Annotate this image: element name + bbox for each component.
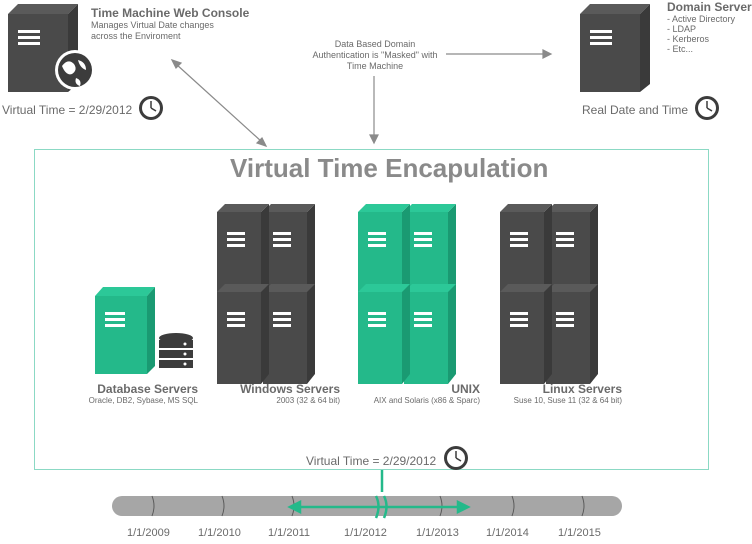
group-name: Linux Servers (542, 382, 622, 396)
domain-server-item: - Etc... (667, 44, 694, 54)
unix-server-rack-icon (358, 204, 456, 384)
windows-servers-group: Windows Servers 2003 (32 & 64 bit) (210, 382, 340, 405)
group-name: Windows Servers (240, 382, 340, 396)
encapsulation-box (34, 149, 709, 470)
linux-servers-group: Linux Servers Suse 10, Suse 11 (32 & 64 … (490, 382, 622, 405)
group-detail: AIX and Solaris (x86 & Sparc) (373, 396, 480, 405)
web-console-title: Time Machine Web Console (91, 6, 250, 20)
clock-icon (695, 96, 719, 120)
group-detail: Suse 10, Suse 11 (32 & 64 bit) (513, 396, 622, 405)
clock-icon (139, 96, 163, 120)
database-icon (156, 330, 196, 374)
web-console-virtual-time: Virtual Time = 2/29/2012 (2, 103, 133, 117)
encapsulation-virtual-time: Virtual Time = 2/29/2012 (306, 454, 437, 468)
group-name: Database Servers (97, 382, 198, 396)
auth-note-line-2: Authentication is "Masked" with (312, 50, 438, 60)
domain-server-item: - LDAP (667, 24, 697, 34)
timeline-year: 1/1/2012 (344, 527, 387, 539)
real-date-time-label: Real Date and Time (582, 103, 689, 117)
auth-note-line-1: Data Based Domain (334, 39, 416, 49)
linux-server-rack-icon (500, 204, 598, 384)
group-detail: 2003 (32 & 64 bit) (276, 396, 340, 405)
timeline-year: 1/1/2011 (268, 527, 311, 539)
clock-icon (444, 446, 468, 470)
arrow-icon (170, 49, 553, 148)
timeline-year: 1/1/2014 (486, 527, 529, 539)
domain-server-title: Domain Server (667, 0, 752, 14)
auth-note-line-3: Time Machine (346, 61, 404, 71)
unix-servers-group: UNIX AIX and Solaris (x86 & Sparc) (350, 382, 480, 405)
database-server-icon (95, 287, 155, 374)
group-detail: Oracle, DB2, Sybase, MS SQL (88, 396, 198, 405)
domain-server-item: - Active Directory (667, 14, 736, 24)
encapsulation-title: Virtual Time Encapulation (230, 153, 549, 183)
domain-server-item: - Kerberos (667, 34, 710, 44)
group-name: UNIX (451, 382, 480, 396)
web-console-description-2: across the Enviroment (91, 31, 181, 41)
domain-server-icon (580, 4, 650, 92)
globe-icon (55, 50, 95, 90)
domain-server-items: - Active Directory - LDAP - Kerberos - E… (667, 14, 735, 54)
windows-server-rack-icon (217, 204, 315, 384)
timeline-year: 1/1/2010 (198, 527, 241, 539)
timeline-bar (112, 470, 622, 519)
timeline-year: 1/1/2009 (127, 527, 170, 539)
auth-note: Data Based Domain Authentication is "Mas… (304, 39, 446, 72)
database-servers-group: Database Servers Oracle, DB2, Sybase, MS… (60, 382, 198, 405)
timeline-year: 1/1/2015 (558, 527, 601, 539)
web-console-description-1: Manages Virtual Date changes (91, 20, 214, 30)
timeline-year: 1/1/2013 (416, 527, 459, 539)
